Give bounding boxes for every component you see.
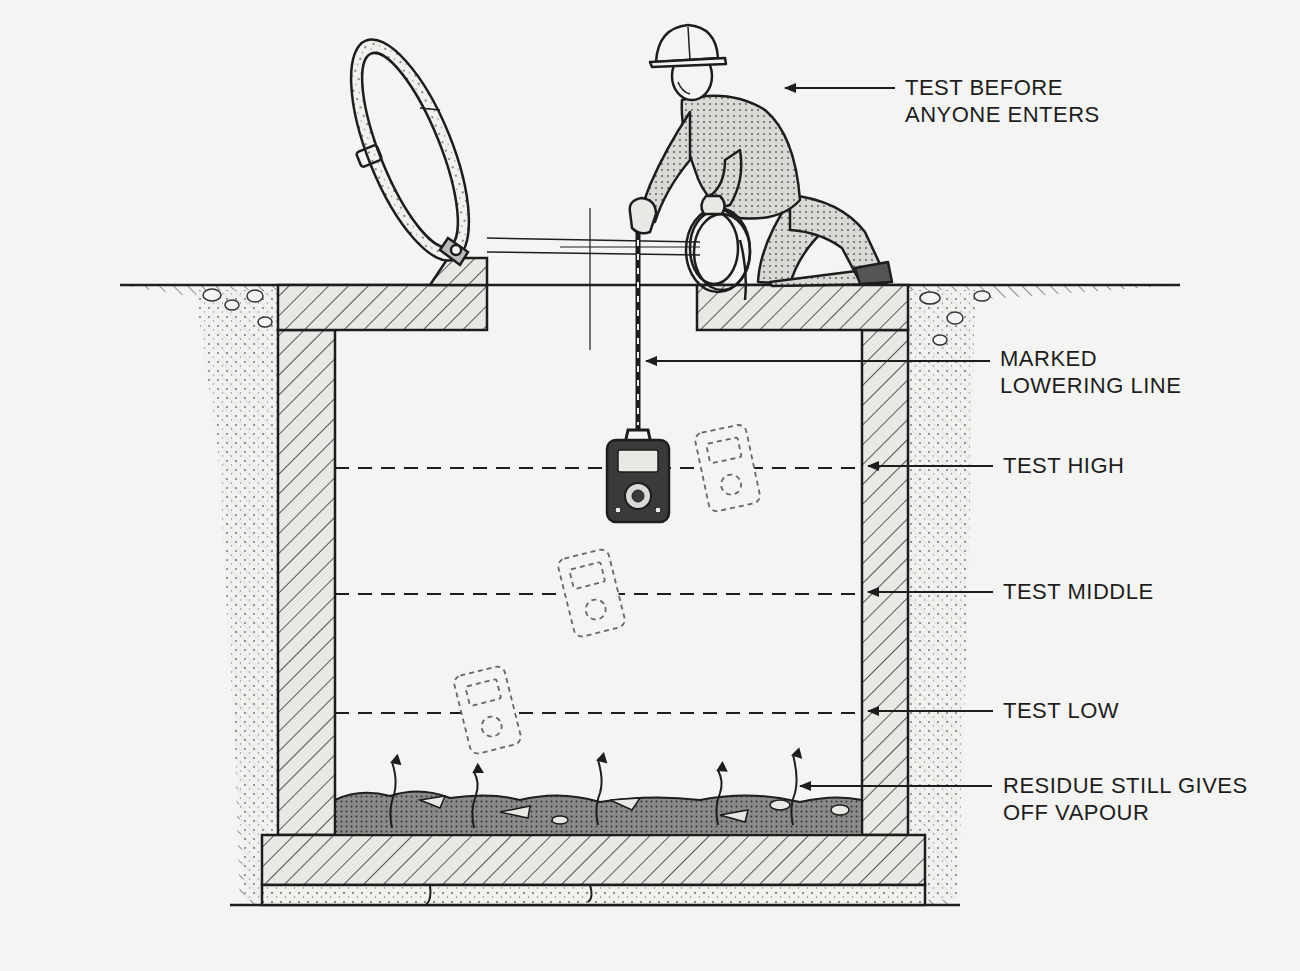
roof-slab — [697, 285, 908, 330]
manhole-lid — [327, 25, 700, 275]
callout-label: TEST MIDDLE — [1003, 578, 1243, 605]
callout-label: TEST BEFORE ANYONE ENTERS — [905, 74, 1145, 128]
test-level-lines — [335, 468, 862, 713]
callout-label: RESIDUE STILL GIVES OFF VAPOUR — [1003, 772, 1283, 826]
concrete-chamber — [262, 258, 925, 905]
leader-arrow — [646, 88, 993, 786]
vapour-arrow — [390, 755, 796, 828]
residue — [335, 791, 862, 905]
gas-detector — [607, 228, 669, 522]
floor-slab — [262, 835, 925, 885]
worker — [630, 25, 892, 300]
centre-line — [560, 208, 700, 350]
ghost-detector — [453, 424, 762, 756]
left-wall — [278, 330, 335, 835]
base-layer — [262, 885, 925, 905]
callout-label: TEST LOW — [1003, 697, 1243, 724]
roof-slab — [278, 285, 487, 330]
callout-label: TEST HIGH — [1003, 452, 1243, 479]
right-wall — [862, 330, 908, 835]
callout-label: MARKED LOWERING LINE — [1000, 345, 1220, 399]
